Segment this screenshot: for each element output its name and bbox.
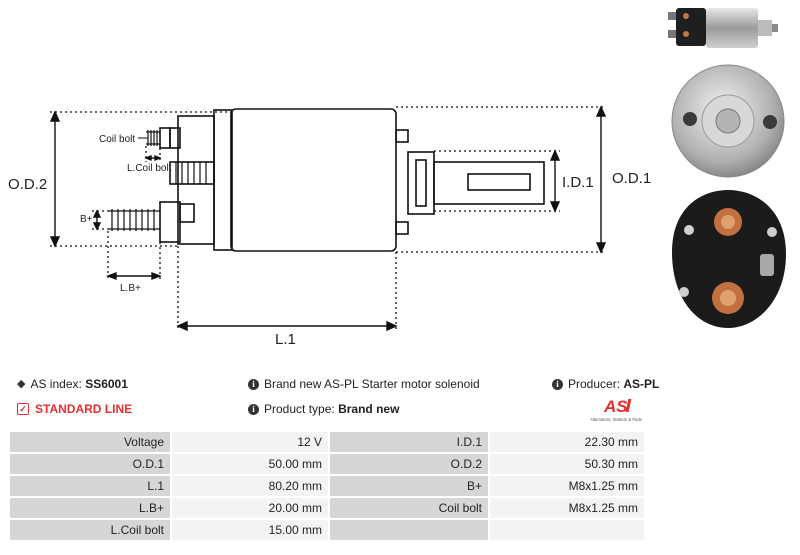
as-pl-logo: AS Alternators, Starters & Parts: [590, 397, 642, 422]
product-type-row: i Product type: Brand new: [248, 402, 399, 416]
producer-value: AS-PL: [623, 377, 660, 391]
spec-label: [330, 520, 488, 540]
spec-label: L.Coil bolt: [10, 520, 170, 540]
l1-label: L.1: [275, 331, 296, 348]
standard-line-row: ✓ STANDARD LINE: [17, 402, 132, 416]
coil-bolt-label: Coil bolt: [99, 134, 135, 145]
as-index-row: ◆ AS index: SS6001: [17, 377, 128, 391]
product-type-label: Product type:: [264, 402, 335, 416]
info-icon: i: [248, 378, 259, 390]
plunger: [433, 161, 545, 205]
solenoid-front-photo: [671, 64, 785, 178]
spec-value: 80.20 mm: [172, 476, 328, 496]
spec-value: [490, 520, 644, 540]
spec-value: 12 V: [172, 432, 328, 452]
plunger-housing: [407, 151, 435, 215]
producer-label: Producer:: [568, 377, 621, 391]
as-index-label: AS index:: [30, 377, 82, 391]
spec-value: 50.30 mm: [490, 454, 644, 474]
spec-value: 20.00 mm: [172, 498, 328, 518]
od2-label: O.D.2: [8, 176, 47, 193]
spec-label: Voltage: [10, 432, 170, 452]
coil-bolt-thread: [146, 130, 160, 146]
lcoil-bolt-label: L.Coil bolt: [127, 163, 172, 174]
od1-label: O.D.1: [612, 170, 651, 187]
solenoid-body: [230, 108, 397, 252]
b-plus-thread: [108, 209, 160, 231]
spec-value: 15.00 mm: [172, 520, 328, 540]
solenoid-technical-drawing: O.D.2 O.D.1 I.D.1 L.1 L.B+ B+ Coil bolt …: [8, 105, 651, 348]
spec-value: M8x1.25 mm: [490, 476, 644, 496]
svg-text:Alternators, Starters & Parts: Alternators, Starters & Parts: [590, 417, 642, 422]
description-row: i Brand new AS-PL Starter motor solenoid: [248, 377, 480, 391]
info-icon: i: [248, 403, 259, 415]
solenoid-side-photo: [668, 8, 778, 48]
checkbox-icon: ✓: [17, 403, 29, 415]
spec-label: O.D.1: [10, 454, 170, 474]
lb-label: L.B+: [120, 283, 141, 294]
description-text: Brand new AS-PL Starter motor solenoid: [264, 377, 480, 391]
spec-label: B+: [330, 476, 488, 496]
spec-label: Coil bolt: [330, 498, 488, 518]
producer-row: i Producer: AS-PL: [552, 377, 659, 391]
solenoid-terminal-photo: [672, 190, 786, 328]
solenoid-cap: [213, 109, 233, 251]
spec-label: O.D.2: [330, 454, 488, 474]
spec-label: L.B+: [10, 498, 170, 518]
standard-line-label: STANDARD LINE: [35, 402, 133, 416]
as-index-value: SS6001: [85, 377, 128, 391]
product-type-value: Brand new: [338, 402, 400, 416]
info-icon: i: [552, 378, 563, 390]
spec-label: I.D.1: [330, 432, 488, 452]
id1-label: I.D.1: [562, 174, 594, 191]
bplus-label: B+: [80, 214, 93, 225]
spec-value: M8x1.25 mm: [490, 498, 644, 518]
svg-text:AS: AS: [603, 397, 628, 416]
spec-value: 22.30 mm: [490, 432, 644, 452]
spec-label: L.1: [10, 476, 170, 496]
tag-icon: ◆: [17, 378, 26, 390]
spec-value: 50.00 mm: [172, 454, 328, 474]
